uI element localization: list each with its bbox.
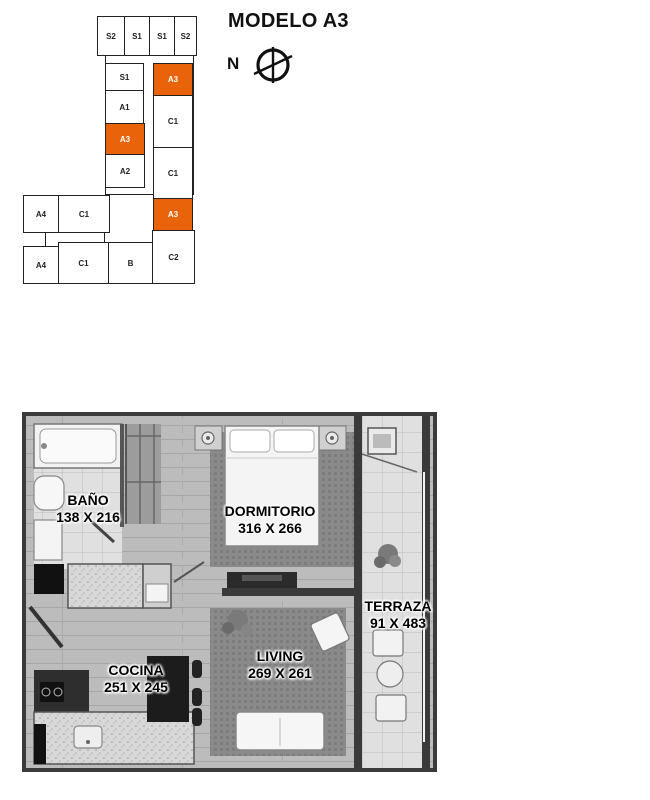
unit-cell: S2: [174, 16, 197, 56]
unit-cell: C1: [58, 195, 110, 233]
unit-cell: A4: [23, 246, 59, 284]
room-name: BAÑO: [67, 492, 109, 508]
room-name: LIVING: [256, 648, 304, 664]
unit-cell-highlighted: A3: [153, 198, 193, 231]
room-name: TERRAZA: [364, 598, 432, 614]
room-name: COCINA: [108, 662, 164, 678]
unit-cell: C1: [153, 95, 193, 148]
room-name: DORMITORIO: [224, 503, 316, 519]
room-label-living: LIVING 269 X 261: [230, 648, 330, 682]
unit-cell: S1: [105, 63, 144, 91]
north-label: N: [227, 54, 240, 73]
unit-cell-highlighted: A3: [153, 63, 193, 96]
unit-cell: A2: [105, 154, 145, 188]
unit-cell-highlighted: A3: [105, 123, 145, 155]
room-label-bano: BAÑO 138 X 216: [48, 492, 128, 526]
room-size: 251 X 245: [104, 679, 168, 695]
room-label-dormitorio: DORMITORIO 316 X 266: [212, 503, 328, 537]
unit-cell: S2: [97, 16, 125, 56]
room-label-cocina: COCINA 251 X 245: [86, 662, 186, 696]
unit-cell: S1: [124, 16, 150, 56]
floor-plan-drawing: [18, 408, 441, 776]
room-size: 91 X 483: [369, 615, 427, 631]
unit-cell: C1: [153, 147, 193, 199]
room-size: 138 X 216: [56, 509, 120, 525]
unit-cell: C2: [152, 230, 195, 284]
unit-cell: S1: [149, 16, 175, 56]
room-label-terraza: TERRAZA 91 X 483: [355, 598, 441, 632]
room-size: 316 X 266: [238, 520, 302, 536]
unit-cell: C1: [58, 242, 109, 284]
key-plan: S2 S1 S1 S2 S1 A3 A1 C1 A3 A2 C1 A3 A4 C…: [0, 0, 220, 300]
unit-cell: B: [108, 242, 153, 284]
model-title: MODELO A3: [228, 10, 349, 32]
floor-plan: BAÑO 138 X 216 DORMITORIO 316 X 266 TERR…: [18, 408, 441, 776]
compass-icon: [253, 47, 293, 83]
room-size: 269 X 261: [248, 665, 312, 681]
unit-cell: A4: [23, 195, 59, 233]
unit-cell: A1: [105, 90, 144, 124]
